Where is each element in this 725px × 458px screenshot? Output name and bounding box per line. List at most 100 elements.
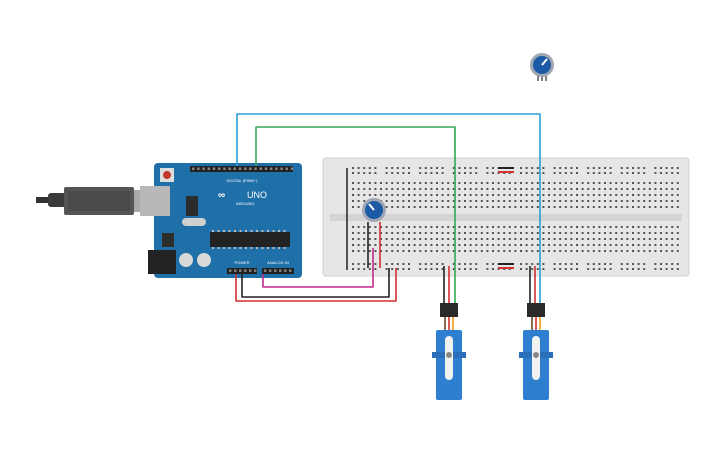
breadboard-hole [654, 206, 657, 208]
mcu-pin [250, 247, 253, 249]
breadboard-hole [671, 250, 674, 252]
mcu-pin [212, 230, 214, 232]
breadboard-rail-hole [368, 172, 371, 174]
breadboard-hole [615, 226, 618, 228]
breadboard-hole [542, 182, 545, 184]
breadboard-hole [492, 238, 494, 240]
breadboard-hole [385, 226, 388, 228]
breadboard-hole [559, 206, 562, 208]
breadboard-hole [520, 238, 522, 240]
breadboard-hole [587, 182, 590, 184]
breadboard-hole [402, 232, 405, 234]
breadboard-rail-hole [676, 268, 679, 270]
breadboard-hole [542, 188, 545, 190]
wire-green-signal[interactable] [255, 126, 456, 304]
breadboard-rail-hole [452, 172, 455, 174]
breadboard-hole [413, 226, 416, 228]
breadboard-rail-hole [408, 263, 410, 265]
breadboard-hole [559, 226, 562, 228]
breadboard-rail-hole [609, 263, 612, 265]
wire-black-ground[interactable] [241, 268, 390, 298]
breadboard-hole [620, 188, 623, 190]
breadboard-hole [525, 238, 528, 240]
breadboard-hole [424, 244, 427, 246]
breadboard-rail-hole [626, 268, 629, 270]
breadboard-rail-hole [357, 167, 360, 169]
breadboard-hole [391, 232, 394, 234]
breadboard-rail-hole [396, 263, 399, 265]
breadboard-hole [525, 200, 528, 202]
breadboard-hole [374, 244, 377, 246]
breadboard-rail-hole [643, 268, 646, 270]
breadboard-hole [520, 226, 522, 228]
breadboard-hole [604, 182, 606, 184]
breadboard-hole [447, 244, 450, 246]
breadboard-rail-hole [665, 263, 668, 265]
breadboard-hole [497, 238, 500, 240]
potentiometer-b[interactable] [530, 53, 554, 81]
breadboard-hole [391, 244, 394, 246]
breadboard-hole [458, 244, 461, 246]
breadboard-rail-hole [676, 172, 679, 174]
breadboard-rail-hole [363, 263, 366, 265]
breadboard-rail-hole [620, 268, 623, 270]
header-pin [228, 167, 231, 170]
breadboard-hole [469, 232, 472, 234]
header-pin [269, 269, 272, 272]
breadboard-hole [352, 250, 354, 252]
wire-red-power[interactable] [235, 268, 397, 302]
breadboard-rail-hole [469, 268, 472, 270]
header-pin [275, 167, 278, 170]
breadboard-hole [648, 238, 651, 240]
breadboard-hole [385, 182, 388, 184]
breadboard-hole [380, 188, 382, 190]
breadboard-hole [458, 194, 461, 196]
breadboard-hole [620, 206, 623, 208]
usb-cable-end [36, 197, 50, 203]
usb-cable[interactable] [36, 187, 156, 215]
servo-motor-a[interactable] [432, 303, 466, 400]
breadboard-hole [357, 194, 360, 196]
breadboard-hole [525, 188, 528, 190]
breadboard-hole [514, 226, 517, 228]
breadboard-hole [424, 226, 427, 228]
potentiometer-a[interactable] [362, 198, 386, 222]
breadboard-rail-hole [452, 268, 455, 270]
breadboard-hole [469, 194, 472, 196]
wire-blue-signal[interactable] [236, 113, 541, 304]
breadboard-rail-hole [396, 167, 399, 169]
arduino-uno-board[interactable]: DIGITAL (PWM~) ∞ UNO ARDUINO POWER ANALO… [140, 163, 302, 278]
breadboard-hole [654, 194, 657, 196]
breadboard-hole [419, 232, 422, 234]
breadboard-hole [525, 232, 528, 234]
breadboard-hole [452, 188, 455, 190]
power-label: POWER [234, 260, 249, 265]
mcu-pin [217, 230, 220, 232]
breadboard-rail-hole [542, 172, 545, 174]
breadboard-rail-hole [609, 167, 612, 169]
breadboard-hole [374, 226, 377, 228]
breadboard-hole [408, 238, 410, 240]
breadboard-rail-hole [587, 167, 590, 169]
breadboard-hole [576, 238, 578, 240]
breadboard-hole [391, 200, 394, 202]
wire-magenta-analog[interactable] [262, 248, 374, 288]
header-pin [274, 269, 277, 272]
mcu-pin [217, 247, 220, 249]
breadboard-rail-hole [637, 167, 640, 169]
reset-button[interactable] [163, 171, 171, 179]
breadboard-hole [424, 250, 427, 252]
breadboard-rail-hole [368, 268, 371, 270]
breadboard-hole [430, 188, 433, 190]
breadboard-hole [570, 182, 573, 184]
header-pin [244, 269, 247, 272]
servo-motor-b[interactable] [519, 303, 553, 400]
servo-a-connector [440, 303, 458, 317]
breadboard-hole [553, 188, 556, 190]
breadboard[interactable] [322, 157, 690, 277]
breadboard-hole [615, 244, 618, 246]
breadboard-rail-hole [419, 167, 422, 169]
breadboard-hole [570, 232, 573, 234]
breadboard-hole [615, 206, 618, 208]
breadboard-hole [402, 206, 405, 208]
